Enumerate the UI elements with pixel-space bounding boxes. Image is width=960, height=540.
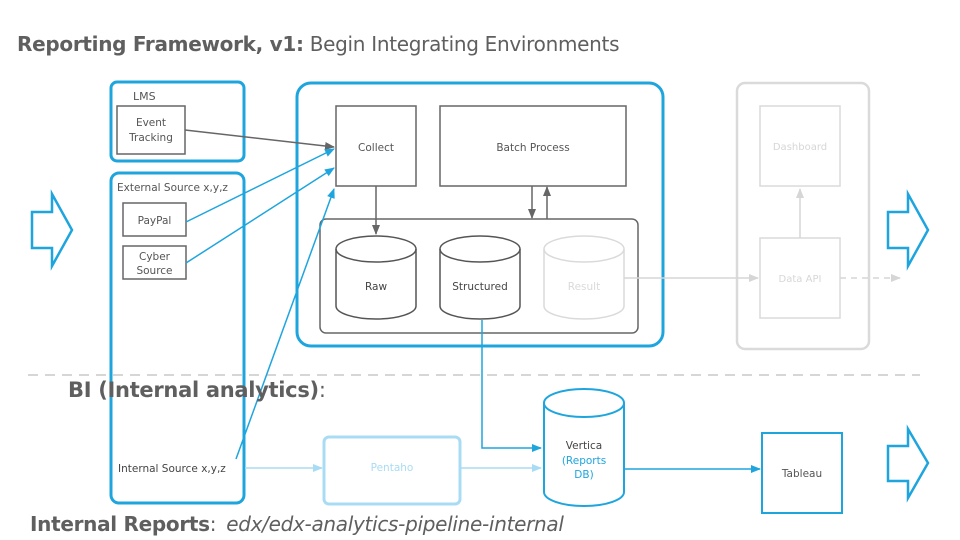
cybersource-line1: Cyber	[139, 251, 171, 263]
pentaho-node[interactable]	[322, 435, 462, 506]
dashboard-label: Dashboard	[773, 142, 827, 153]
pentaho-label: Pentaho	[371, 462, 414, 474]
batch-process-label: Batch Process	[496, 142, 569, 154]
bi-label-colon: :	[318, 378, 326, 402]
cybersource-line2: Source	[136, 265, 172, 277]
output-group: Dashboard Data API	[735, 81, 901, 351]
dashboard-box[interactable]	[759, 105, 841, 187]
event-tracking-box[interactable]	[116, 105, 186, 155]
storage-container	[319, 218, 639, 334]
vertica-label: Vertica	[566, 440, 602, 452]
paypal-to-collect-arrow	[185, 148, 335, 223]
paypal-label: PayPal	[138, 215, 172, 227]
raw-db[interactable]	[335, 235, 417, 320]
lms-group: LMS Event Tracking	[109, 80, 246, 163]
internal-reports-label: Internal Reports	[30, 512, 210, 536]
batch-process-box[interactable]	[439, 105, 627, 187]
internal-reports-heading: Internal Reports: edx/edx-analytics-pipel…	[30, 512, 564, 536]
data-api-label: Data API	[779, 274, 822, 285]
tableau-node[interactable]	[761, 432, 843, 514]
input-arrow-icon	[30, 189, 74, 271]
bi-section-heading: BI (Internal analytics):	[68, 378, 326, 402]
page-title: Reporting Framework, v1: Begin Integrati…	[17, 32, 619, 56]
collect-label: Collect	[358, 142, 394, 154]
external-source-group: External Source x,y,z PayPal Cyber Sourc…	[109, 171, 246, 505]
internal-source-label: Internal Source x,y,z	[118, 463, 226, 475]
event-tracking-to-collect-arrow	[184, 129, 335, 150]
cybersource-to-collect-arrow	[185, 167, 335, 264]
event-tracking-line1: Event	[136, 117, 166, 129]
result-db[interactable]	[543, 235, 625, 320]
lms-label: LMS	[133, 90, 156, 103]
tableau-label: Tableau	[781, 468, 822, 480]
internal-reports-repo[interactable]: edx/edx-analytics-pipeline-internal	[226, 512, 564, 536]
vertica-sub-line1: (Reports	[562, 455, 606, 467]
external-source-label: External Source x,y,z	[117, 182, 228, 194]
output-arrow-icon-bottom	[886, 424, 930, 503]
structured-to-vertica-arrow	[481, 320, 542, 452]
event-tracking-line2: Tracking	[128, 132, 173, 144]
pipeline-group: Collect Batch Process Raw Structured Res…	[295, 81, 665, 348]
title-bold: Reporting Framework, v1:	[17, 32, 304, 56]
bi-label-text: BI (Internal analytics)	[68, 378, 319, 402]
internal-to-collect-arrow	[235, 188, 335, 460]
raw-label: Raw	[365, 281, 387, 293]
vertica-db[interactable]	[543, 388, 625, 507]
result-label: Result	[568, 281, 600, 293]
vertica-sub-line2: DB)	[574, 469, 593, 481]
internal-reports-colon: :	[209, 512, 217, 536]
structured-label: Structured	[452, 281, 508, 293]
title-regular: Begin Integrating Environments	[303, 32, 620, 56]
paypal-box[interactable]	[122, 202, 187, 237]
structured-db[interactable]	[439, 235, 521, 320]
output-arrow-icon-top	[886, 189, 930, 271]
